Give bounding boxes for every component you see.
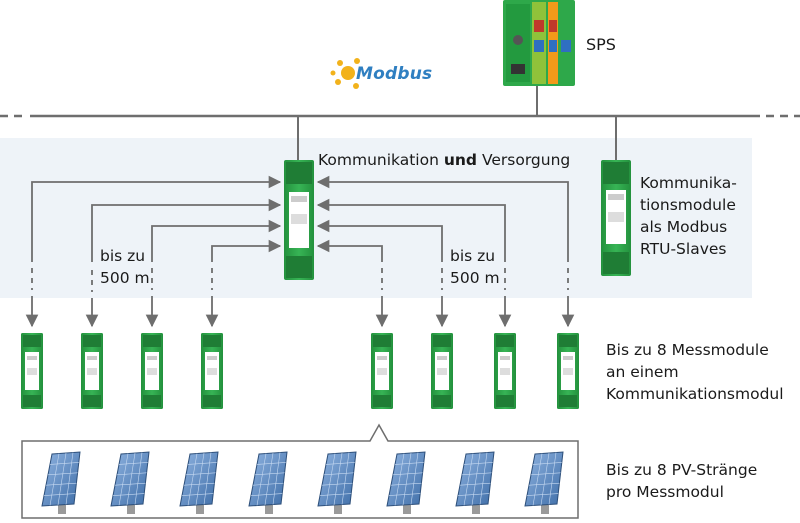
pv-panel (317, 451, 357, 514)
measure-modules (21, 333, 579, 409)
pv-panel (110, 451, 150, 514)
comm-supply-label: Kommunikation und Versorgung (318, 151, 571, 169)
distance-label-right: bis zu 500 m (450, 247, 500, 287)
measure-module (21, 333, 43, 409)
measure-module (81, 333, 103, 409)
measure-module (371, 333, 393, 409)
distance-label-left: bis zu 500 m (100, 247, 150, 287)
pv-panel (455, 451, 495, 514)
measure-module (141, 333, 163, 409)
right-branch-wires (316, 175, 575, 328)
measure-module (431, 333, 453, 409)
plc-label: SPS (586, 35, 616, 54)
measure-module (201, 333, 223, 409)
central-communication-module (284, 160, 314, 280)
modbus-logo: Modbus (356, 64, 433, 84)
pv-panel (179, 451, 219, 514)
pv-panel (41, 451, 81, 514)
comm-modules-label: Kommunika- tionsmodule als Modbus RTU-Sl… (640, 174, 737, 258)
measure-modules-label: Bis zu 8 Messmodule an einem Kommunikati… (606, 341, 784, 403)
modbus-logo-burst (330, 58, 360, 89)
pv-panel (248, 451, 288, 514)
pv-panels (41, 451, 564, 514)
pv-strings-label: Bis zu 8 PV-Stränge pro Messmodul (606, 461, 758, 501)
pv-panel (524, 451, 564, 514)
measure-module (557, 333, 579, 409)
remote-communication-module (601, 160, 631, 276)
pv-panel (386, 451, 426, 514)
measure-module (494, 333, 516, 409)
plc-device (503, 0, 575, 86)
left-branch-wires (25, 175, 282, 328)
pv-strings-frame (21, 423, 579, 519)
